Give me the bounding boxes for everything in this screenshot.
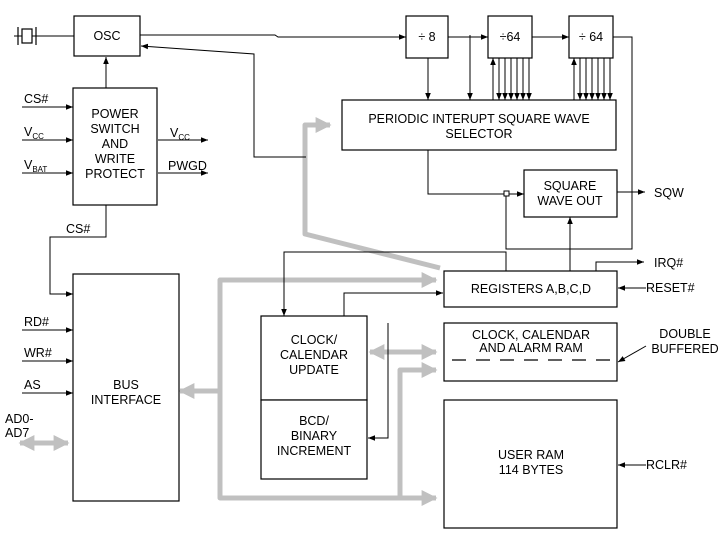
osc-label: OSC [93,29,120,43]
clock-update-block: CLOCK/ CALENDAR UPDATE [260,315,368,401]
internal-buses [18,116,441,507]
selector-to-sqw [427,150,524,197]
registers-block: REGISTERS A,B,C,D [443,270,618,308]
vcc-output-label: VCC [170,126,190,142]
bcd-label-line: BINARY [291,429,338,443]
rclr-label: RCLR# [646,458,687,472]
power-label-line: POWER [91,107,138,121]
div64b-label: ÷ 64 [579,30,603,44]
ad0-label: AD0- [5,412,33,426]
bus-interface-label-line: INTERFACE [91,393,161,407]
clock-ram-label-line: CLOCK, CALENDAR [472,328,590,342]
clock-ram-label-line: AND ALARM RAM [479,341,583,355]
ram-to-bcd [368,323,389,441]
bus-registers-to-selector [302,116,441,271]
cs-out-wire [49,205,107,297]
sqw-label: SQW [654,186,684,200]
div8-label: ÷ 8 [418,30,435,44]
cs-output-label: CS# [66,222,90,236]
junction-dot [503,190,510,197]
wr-label: WR# [24,346,52,360]
bcd-label-line: INCREMENT [277,444,352,458]
crystal-icon [17,27,37,45]
cs-input-label: CS# [24,92,48,106]
div64a-label: ÷64 [500,30,521,44]
signal-labels: CS# VCC VBAT VCC PWGD CS# RD# WR# AS AD0… [5,92,719,472]
power-switch-block: POWER SWITCH AND WRITE PROTECT [72,87,158,206]
sqw-out-label-line: SQUARE [544,179,597,193]
bus-main-trunk [178,271,438,400]
as-label: AS [24,378,41,392]
user-ram-label-line: 114 BYTES [499,463,563,477]
update-label-line: CLOCK/ [291,333,338,347]
divide-by-64-block-1: ÷64 [487,15,533,59]
user-ram-block: USER RAM 114 BYTES [443,399,618,529]
pwgd-label: PWGD [168,159,207,173]
rd-label: RD# [24,315,49,329]
bcd-binary-block: BCD/ BINARY INCREMENT [260,399,368,480]
double-buffered-pointer [617,345,647,363]
divide-by-8-block: ÷ 8 [405,15,449,59]
reset-label: RESET# [646,281,695,295]
bus-up-to-clock-ram [397,361,438,498]
div64b-out [505,36,633,250]
irq-wire [595,259,644,271]
osc-to-div8 [140,34,406,40]
divider-taps [490,58,613,100]
vcc-input-label: VCC [24,125,44,141]
double-buffered-label-line: DOUBLE [659,327,710,341]
registers-label: REGISTERS A,B,C,D [471,282,591,296]
bus-interface-block: BUS INTERFACE [72,273,180,502]
registers-to-update [281,251,507,316]
power-label-line: AND [102,137,128,151]
selector-block: PERIODIC INTERUPT SQUARE WAVE SELECTOR [341,99,617,151]
irq-label: IRQ# [654,256,683,270]
double-buffered-label-line: BUFFERED [651,342,718,356]
selector-feedback-to-osc [140,43,306,158]
bus-interface-label-line: BUS [113,378,139,392]
power-label-line: PROTECT [85,167,145,181]
osc-block: OSC [73,15,141,57]
square-wave-out-block: SQUARE WAVE OUT [523,169,618,218]
selector-label-line: PERIODIC INTERUPT SQUARE WAVE [368,112,589,126]
bcd-label-line: BCD/ [299,414,329,428]
signal-wires [14,34,647,468]
divide-by-64-block-2: ÷ 64 [568,15,614,59]
ad7-label: AD7 [5,426,29,440]
update-to-registers [343,290,443,316]
selector-label-line: SELECTOR [445,127,512,141]
bus-to-user-ram [217,391,438,507]
sqw-out-label-line: WAVE OUT [537,194,603,208]
power-label-line: WRITE [95,152,135,166]
vbat-input-label: VBAT [24,158,47,174]
update-label-line: UPDATE [289,363,339,377]
user-ram-label-line: USER RAM [498,448,564,462]
update-label-line: CALENDAR [280,348,348,362]
power-label-line: SWITCH [90,122,139,136]
clock-calendar-ram-block: CLOCK, CALENDAR AND ALARM RAM [443,322,618,382]
